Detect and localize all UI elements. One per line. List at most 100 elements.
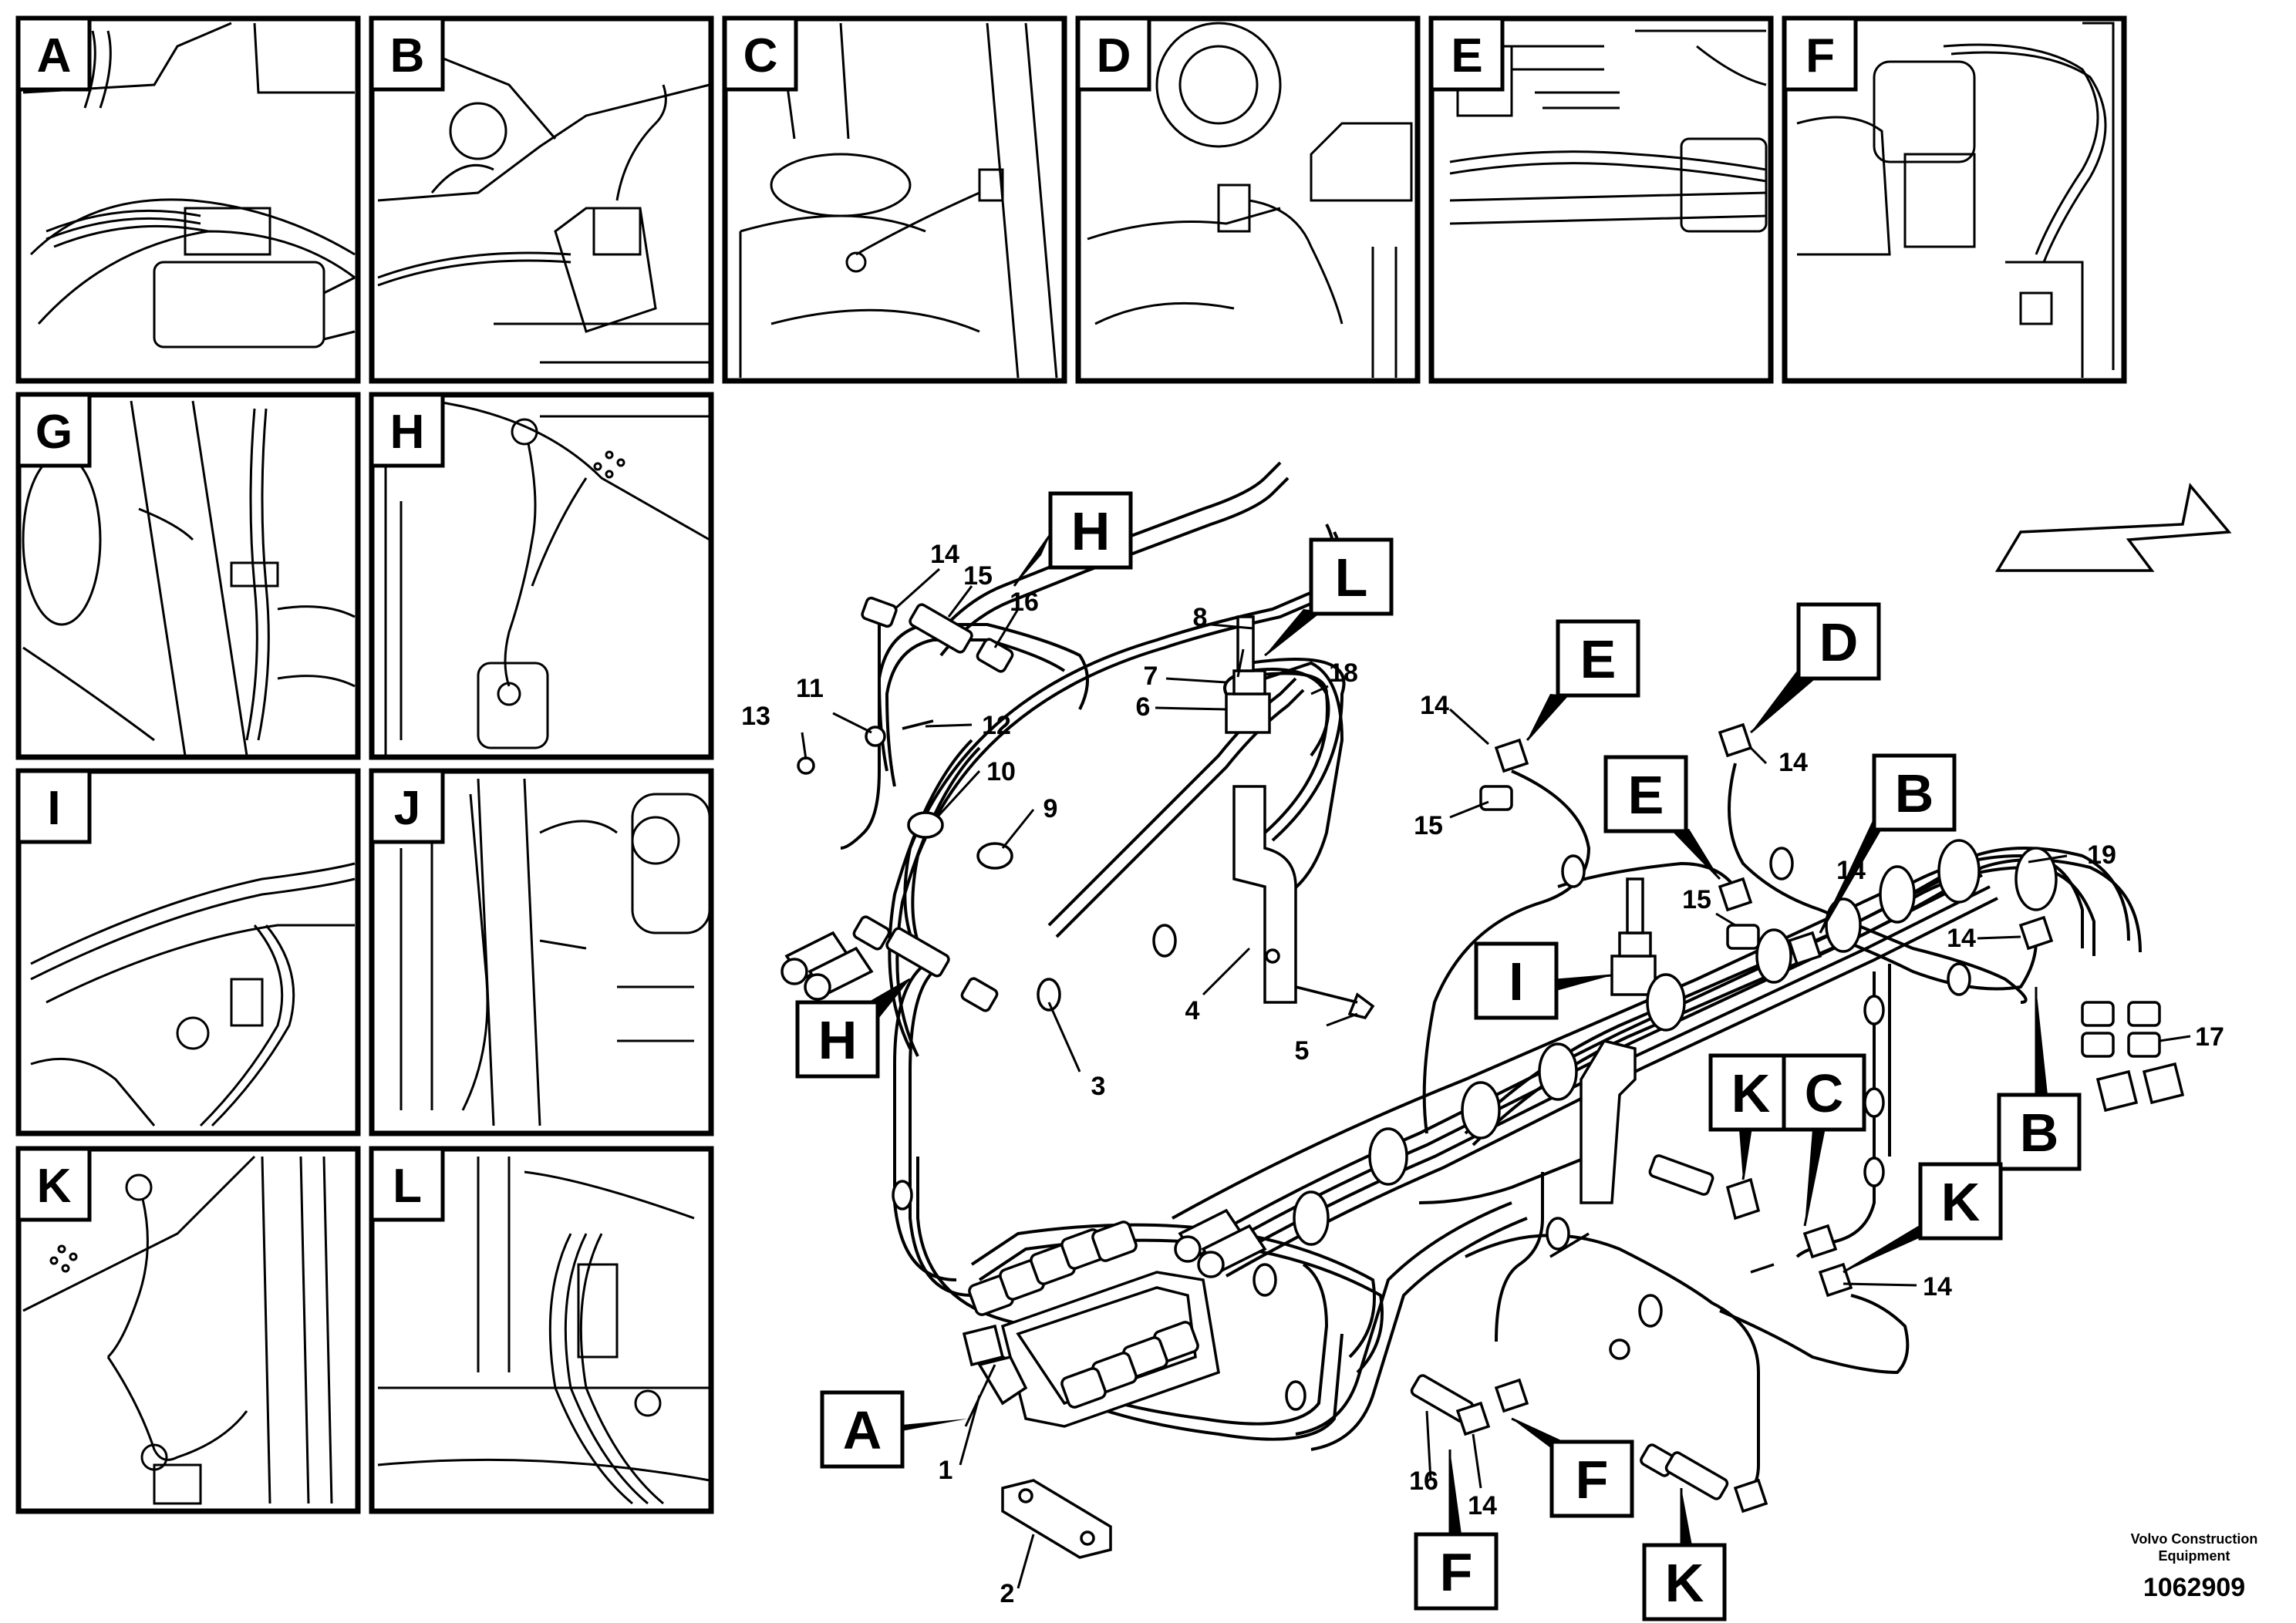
panel-label: D — [1097, 29, 1131, 82]
view-marker-h-bottom: H — [795, 979, 910, 1079]
panel-label: A — [37, 29, 72, 82]
view-markers: H L E D E B I — [795, 491, 2082, 1621]
detail-panel-c: C — [722, 15, 1067, 384]
view-marker-label: L — [1335, 547, 1368, 608]
panel-l-sketch — [377, 1157, 710, 1505]
credit-line-2: Equipment — [2159, 1548, 2230, 1564]
part-number: 2 — [1000, 1579, 1015, 1608]
part-number: 19 — [2087, 840, 2116, 870]
distributor-block — [962, 1221, 1220, 1428]
view-marker-label: K — [1941, 1172, 1981, 1232]
panel-k-sketch — [22, 1155, 333, 1505]
credit-line-1: Volvo Construction — [2131, 1531, 2258, 1547]
view-marker-label: A — [843, 1400, 882, 1460]
panel-label: G — [35, 406, 72, 459]
panel-d-sketch — [1087, 22, 1413, 378]
view-marker-f-bottom: F — [1414, 1450, 1499, 1611]
part-number: 4 — [1185, 996, 1200, 1025]
view-marker-f-right: F — [1512, 1419, 1634, 1518]
part-number: 8 — [1193, 603, 1208, 632]
view-marker-h-top: H — [1014, 491, 1133, 586]
direction-arrow-icon — [1994, 483, 2232, 572]
part-number: 18 — [1329, 658, 1358, 688]
part-number: 14 — [1420, 691, 1449, 720]
detail-panel-i: I — [15, 768, 361, 1136]
panel-label: F — [1805, 29, 1835, 82]
panel-label: K — [37, 1160, 72, 1213]
part-number: 14 — [1468, 1491, 1497, 1520]
part-number-labels: 14 15 16 8 18 7 6 13 11 12 10 9 14 15 14… — [741, 540, 2224, 1608]
view-marker-i: I — [1474, 941, 1612, 1020]
part-number: 15 — [963, 561, 993, 591]
part-number: 15 — [1414, 811, 1443, 840]
part-number: 17 — [2195, 1022, 2224, 1052]
part-number: 16 — [1010, 588, 1039, 617]
part-number: 13 — [741, 702, 770, 731]
view-marker-label: K — [1731, 1063, 1771, 1123]
part-number: 14 — [1836, 856, 1866, 885]
part-number: 14 — [1947, 924, 1976, 953]
part-number: 12 — [982, 711, 1011, 740]
view-marker-e-top: E — [1527, 619, 1640, 740]
view-marker-label: F — [1440, 1542, 1473, 1602]
panel-i-sketch — [30, 862, 356, 1127]
part-number: 11 — [796, 674, 824, 703]
part-number: 16 — [1409, 1466, 1438, 1496]
panel-h-sketch — [384, 399, 710, 756]
detail-panel-a: A — [15, 15, 361, 384]
detail-panel-e: E — [1428, 15, 1774, 384]
detail-panel-h: H — [369, 392, 714, 760]
view-marker-label: E — [1580, 629, 1617, 689]
view-marker-label: B — [2020, 1103, 2059, 1163]
view-marker-b-upper: B — [1820, 753, 1957, 933]
part-number: 1 — [939, 1456, 953, 1485]
view-marker-l: L — [1265, 537, 1394, 655]
part-number: 7 — [1144, 662, 1158, 691]
panel-label: B — [390, 29, 425, 82]
part-number: 14 — [930, 540, 959, 569]
view-marker-label: C — [1805, 1063, 1844, 1123]
panel-label: J — [394, 782, 420, 835]
part-number: 5 — [1295, 1036, 1310, 1066]
detail-panel-f: F — [1782, 15, 2127, 384]
part-number: 6 — [1136, 692, 1151, 722]
publisher-credit: Volvo Construction Equipment 1062909 — [2131, 1531, 2258, 1602]
view-marker-c: C — [1782, 1053, 1866, 1226]
part-number: 14 — [1778, 748, 1808, 777]
detail-panel-g: G — [15, 392, 361, 760]
panel-label: L — [393, 1160, 422, 1213]
panel-b-sketch — [377, 52, 710, 364]
view-marker-d: D — [1751, 602, 1881, 732]
part-number: 3 — [1091, 1072, 1106, 1101]
view-marker-label: H — [1071, 501, 1111, 561]
part-number: 9 — [1043, 794, 1058, 823]
detail-panel-b: B — [369, 15, 714, 384]
panel-label: I — [47, 782, 60, 835]
detail-panel-l: L — [369, 1146, 714, 1514]
view-marker-label: H — [818, 1010, 858, 1070]
view-marker-label: B — [1895, 763, 1934, 823]
view-marker-k-right: K — [1843, 1162, 2003, 1272]
detail-panel-k: K — [15, 1146, 361, 1514]
view-marker-label: I — [1509, 951, 1523, 1012]
view-marker-label: F — [1576, 1450, 1609, 1510]
detail-panel-d: D — [1075, 15, 1421, 384]
view-marker-label: E — [1628, 765, 1664, 825]
panel-label: E — [1451, 29, 1482, 82]
view-marker-label: K — [1665, 1553, 1704, 1613]
view-marker-k-bottom: K — [1642, 1488, 1727, 1621]
panel-label: C — [743, 29, 778, 82]
view-marker-b-lower: B — [1997, 987, 2082, 1171]
panel-label: H — [390, 406, 425, 459]
drawing-code: 1062909 — [2143, 1573, 2245, 1602]
leader-lines — [801, 534, 2191, 1589]
panel-j-sketch — [400, 778, 711, 1126]
detail-panel-j: J — [369, 768, 714, 1136]
part-number: 14 — [1923, 1272, 1952, 1301]
panel-e-sketch — [1449, 29, 1768, 233]
view-marker-label: D — [1819, 612, 1859, 672]
panel-g-sketch — [22, 400, 356, 756]
panel-f-sketch — [1796, 22, 2115, 378]
part-number: 10 — [986, 757, 1016, 786]
view-marker-a: A — [820, 1390, 968, 1469]
